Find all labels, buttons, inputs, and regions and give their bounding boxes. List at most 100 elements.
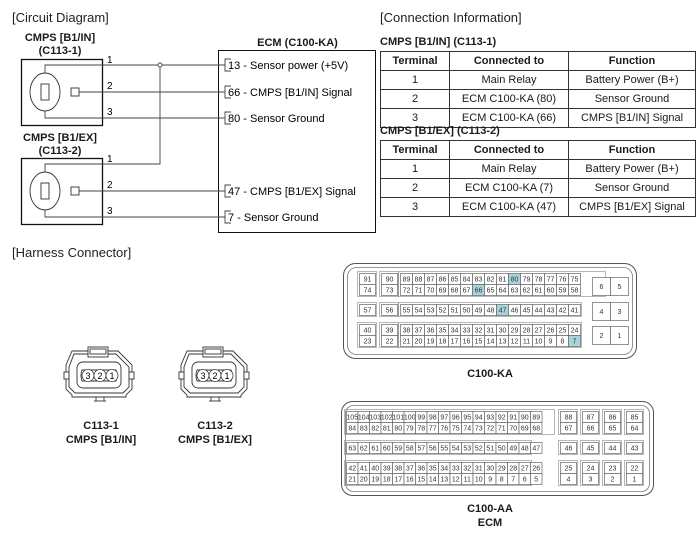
harness-connector-title: [Harness Connector]: [12, 245, 132, 260]
sensor1-element-icon: [29, 72, 61, 112]
pin-label-30: 30: [499, 328, 507, 335]
pin-label-41: 41: [571, 308, 579, 315]
connector-c113-1-caption: C113-1 CMPS [B1/IN]: [46, 419, 156, 447]
pin-label-91: 91: [364, 277, 372, 284]
pin-cell-3: [582, 473, 599, 485]
sensor1-connector-text: (C113-1): [38, 45, 82, 57]
pin-label-19: 19: [371, 477, 379, 484]
pin-label-16: 16: [406, 477, 414, 484]
pin-label-78: 78: [417, 426, 425, 433]
ecm-pin-66: 66 - CMPS [B1/IN] Signal: [228, 87, 352, 99]
pin-label-95: 95: [463, 415, 471, 422]
pin-label-24: 24: [571, 328, 579, 335]
pin-label-46: 46: [565, 446, 573, 453]
pin-label-61: 61: [371, 446, 379, 453]
pin-label-45: 45: [587, 446, 595, 453]
pin-label-86: 86: [439, 277, 447, 284]
pin-cell-7: [568, 335, 581, 347]
pin-label-71: 71: [498, 426, 506, 433]
pin-label-73: 73: [386, 288, 394, 295]
pin-label-17: 17: [451, 339, 459, 346]
pin-label-97: 97: [440, 415, 448, 422]
table-row: 3 ECM C100-KA (66) CMPS [B1/IN] Signal: [380, 108, 696, 128]
s1-pin3-label: 3: [107, 107, 113, 118]
pin-label-26: 26: [547, 328, 555, 335]
pin-label-46: 46: [511, 308, 519, 315]
pin-label-38: 38: [394, 466, 402, 473]
pin-label-86: 86: [609, 415, 617, 422]
cell-function: Battery Power (B+): [568, 70, 696, 90]
cell-function: Sensor Ground: [568, 178, 696, 198]
connector-c113-2-caption: C113-2 CMPS [B1/EX]: [160, 419, 270, 447]
pin-label-82: 82: [371, 426, 379, 433]
pin-label-63: 63: [511, 288, 519, 295]
pin-label-98: 98: [429, 415, 437, 422]
pin-label-2: 2: [611, 477, 615, 484]
pin-label-26: 26: [532, 466, 540, 473]
pin-cell-56: [381, 304, 398, 316]
pin-label-65: 65: [487, 288, 495, 295]
pin-label-76: 76: [440, 426, 448, 433]
pin-label-29: 29: [511, 328, 519, 335]
pin-label-52: 52: [439, 308, 447, 315]
pin-1: [105, 369, 119, 382]
s2-pin1-label: 1: [107, 154, 113, 165]
pin-cell-1: [626, 473, 643, 485]
ecm-title: ECM (C100-KA): [257, 37, 338, 49]
cell-function: CMPS [B1/IN] Signal: [568, 108, 696, 128]
pin-group-frame: [357, 302, 377, 317]
pin-label-31: 31: [487, 328, 495, 335]
pin-label-3: 3: [618, 309, 622, 316]
pin-label-44: 44: [535, 308, 543, 315]
sensor2-element-icon: [29, 171, 61, 211]
pin-group-frame: [558, 460, 578, 486]
pin-label-88: 88: [565, 415, 573, 422]
pin-label-50: 50: [463, 308, 471, 315]
sensor1-element-core: [40, 83, 50, 101]
pin-label-59: 59: [559, 288, 567, 295]
connector-name: CMPS [B1/EX]: [178, 434, 252, 446]
pin-label-4: 4: [600, 309, 604, 316]
pin-label-61: 61: [535, 288, 543, 295]
table-row: 1 Main Relay Battery Power (B+): [380, 70, 696, 90]
pin-label-38: 38: [403, 328, 411, 335]
pin-label-5: 5: [534, 477, 538, 484]
connection-table-c113-2: Terminal Connected to Function 1 Main Re…: [380, 140, 696, 217]
pin-group-frame: [624, 460, 644, 486]
pin-label-7: 7: [511, 477, 515, 484]
sensor1-name: CMPS [B1/IN] (C113-1): [15, 32, 105, 58]
pin-label-66: 66: [475, 288, 483, 295]
pin-label-18: 18: [439, 339, 447, 346]
pin-label-77: 77: [429, 426, 437, 433]
pin-label-9: 9: [488, 477, 492, 484]
pin-label-24: 24: [587, 466, 595, 473]
pin-label-11: 11: [464, 477, 471, 484]
pin-label-54: 54: [415, 308, 423, 315]
pin-label-52: 52: [475, 446, 483, 453]
splice-point: [157, 62, 163, 68]
pin-label-1: 1: [633, 477, 637, 484]
pin-label-15: 15: [475, 339, 483, 346]
pin-cell-5: [610, 277, 629, 296]
sensor2-connector-text: (C113-2): [38, 145, 82, 157]
pin-label-69: 69: [439, 288, 447, 295]
pin-label-87: 87: [587, 415, 595, 422]
pin-label-76: 76: [559, 277, 567, 284]
connector-name: CMPS [B1/IN]: [65, 434, 137, 446]
pin-label-79: 79: [523, 277, 531, 284]
pin-label-75: 75: [452, 426, 460, 433]
cell-connected-to: ECM C100-KA (66): [449, 108, 569, 128]
pin-label-62: 62: [523, 288, 531, 295]
pin-label-6: 6: [600, 284, 604, 291]
pin-cell-57: [359, 304, 376, 316]
table1-title: CMPS [B1/IN] (C113-1): [380, 36, 497, 48]
pin-label-90: 90: [386, 277, 394, 284]
pin-label-67: 67: [565, 426, 573, 433]
pin-cell-41: [568, 304, 581, 316]
pin-group-frame: [602, 460, 622, 486]
s2-pin2-label: 2: [107, 180, 113, 191]
pin-label-42: 42: [348, 466, 356, 473]
pin-label-100: 100: [404, 415, 416, 422]
pin-label-71: 71: [415, 288, 423, 295]
pin-label-31: 31: [475, 466, 483, 473]
